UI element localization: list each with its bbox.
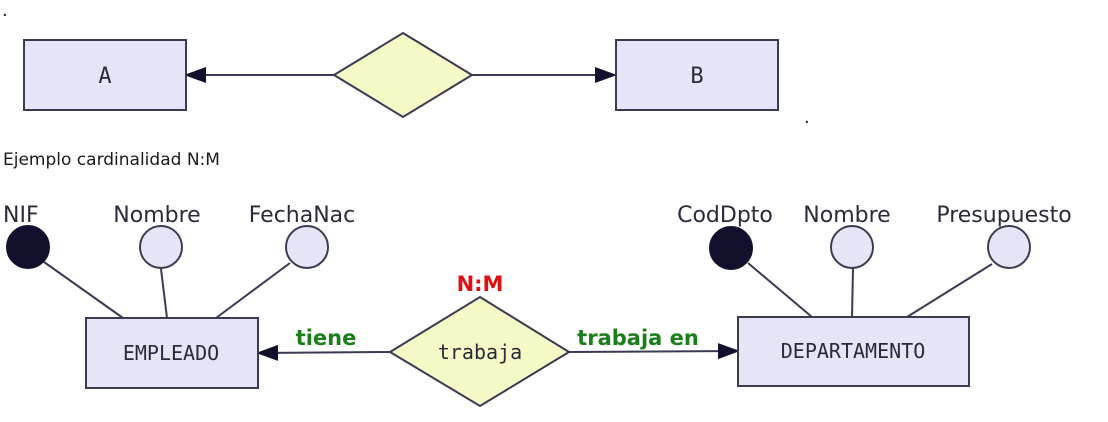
attribute-nombre-left xyxy=(139,225,183,269)
attribute-label-fechanac: FechaNac xyxy=(249,203,356,228)
relationship-trabaja-label: trabaja xyxy=(438,340,522,364)
attribute-label-nombre-left: Nombre xyxy=(113,203,200,228)
attr-line-nif xyxy=(43,261,124,319)
relationship-diamond-empty xyxy=(332,31,474,119)
relationship-trabaja-diamond xyxy=(388,295,571,408)
connector-trabaja-to-departamento xyxy=(568,343,740,360)
key-attribute-nif xyxy=(6,225,50,269)
role-label-left: tiene xyxy=(296,326,357,350)
attr-line-fechanac xyxy=(215,262,291,319)
attr-line-nombre-right xyxy=(851,267,854,318)
attribute-fechanac xyxy=(285,225,329,269)
attr-line-coddpto xyxy=(747,262,813,318)
attr-line-nombre-left xyxy=(160,268,168,319)
entity-departamento-box xyxy=(737,316,970,387)
entity-empleado-box xyxy=(85,317,259,389)
attribute-label-presupuesto: Presupuesto xyxy=(936,203,1071,228)
entity-a-box xyxy=(23,39,187,111)
diagram-ab: A B . xyxy=(23,31,810,128)
attribute-label-nombre-right: Nombre xyxy=(803,203,890,228)
attribute-presupuesto xyxy=(987,225,1031,269)
entity-b-box xyxy=(615,39,779,111)
attribute-label-coddpto: CodDpto xyxy=(677,203,773,228)
entity-a-label: A xyxy=(98,64,111,89)
diagram-caption: Ejemplo cardinalidad N:M xyxy=(3,150,220,170)
key-attribute-coddpto xyxy=(709,226,753,270)
attribute-label-nif: NIF xyxy=(3,203,39,228)
cardinality-label: N:M xyxy=(457,272,504,296)
entity-b-label: B xyxy=(690,64,703,89)
attr-line-presupuesto xyxy=(906,263,993,318)
entity-departamento-label: DEPARTAMENTO xyxy=(781,339,926,363)
stray-dot-left: . xyxy=(2,0,8,21)
stray-dot-right: . xyxy=(804,107,810,128)
attribute-nombre-right xyxy=(830,225,874,269)
connector-trabaja-to-empleado xyxy=(256,344,391,361)
diagram-nm: NIF Nombre FechaNac CodDpto Nombre Presu… xyxy=(3,203,1072,408)
role-label-right: trabaja en xyxy=(577,326,699,350)
entity-empleado-label: EMPLEADO xyxy=(123,341,219,365)
